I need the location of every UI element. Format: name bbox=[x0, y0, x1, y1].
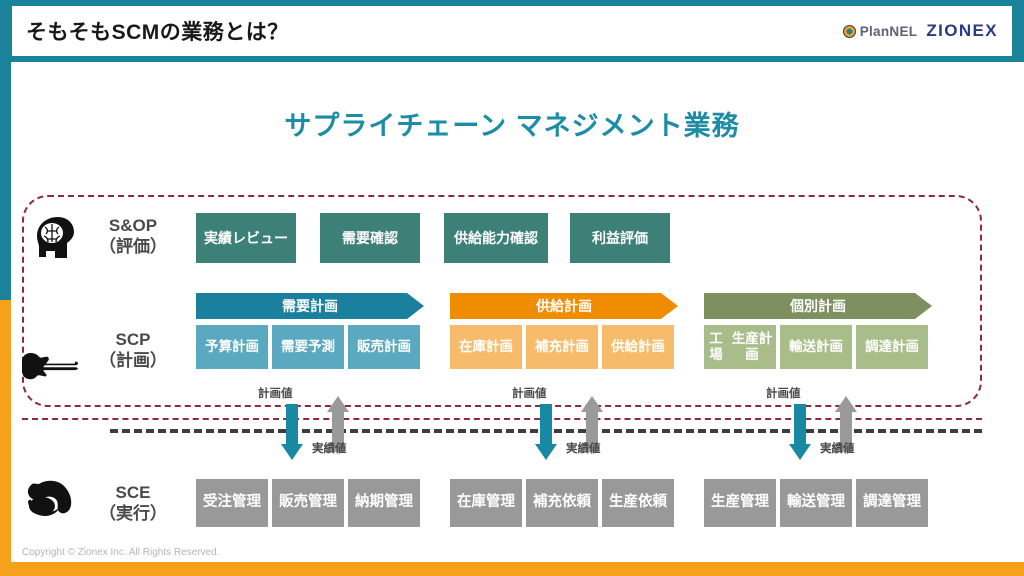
plannel-logo: PlanNEL bbox=[842, 23, 918, 39]
flow-down-label-3: 計画値 bbox=[766, 388, 801, 400]
diagram-title: サプライチェーン マネジメント業務 bbox=[284, 111, 740, 141]
flow-up-arrow-2 bbox=[581, 396, 603, 452]
scp-cell-3-1[interactable]: 工場生産計画 bbox=[704, 325, 776, 369]
sce-cell-1-3[interactable]: 納期管理 bbox=[348, 479, 420, 527]
row-label-sop: S&OP （評価） bbox=[78, 216, 188, 257]
row-label-sop-line1: S&OP bbox=[108, 216, 158, 235]
scp-cell-1-3[interactable]: 販売計画 bbox=[348, 325, 420, 369]
row-label-scp-line1: SCP bbox=[115, 330, 151, 349]
bottom-accent-bar bbox=[0, 562, 1024, 576]
scp-cell-3-3[interactable]: 調達計画 bbox=[856, 325, 928, 369]
flow-up-label-3: 実績値 bbox=[820, 443, 855, 455]
header-bar: そもそもSCMの業務とは？ PlanNEL ZIONEX bbox=[0, 0, 1024, 62]
left-accent-bar-teal bbox=[0, 62, 11, 300]
plannel-circle-icon bbox=[842, 24, 856, 38]
pointing-hand-icon bbox=[20, 340, 82, 396]
flexed-bicep-icon bbox=[24, 472, 86, 528]
scp-cell-1-2[interactable]: 需要予測 bbox=[272, 325, 344, 369]
scp-cell-2-1[interactable]: 在庫計画 bbox=[450, 325, 522, 369]
plan-boundary-dashed-line bbox=[22, 418, 982, 420]
sop-box-4[interactable]: 利益評価 bbox=[570, 213, 670, 263]
sce-cell-3-1[interactable]: 生産管理 bbox=[704, 479, 776, 527]
flow-up-arrow-1 bbox=[327, 396, 349, 452]
scp-group-header-3[interactable]: 個別計画 bbox=[704, 293, 932, 319]
scp-group-header-1[interactable]: 需要計画 bbox=[196, 293, 424, 319]
sce-cell-3-2[interactable]: 輸送管理 bbox=[780, 479, 852, 527]
flow-down-arrow-1 bbox=[281, 404, 303, 460]
brand-logos: PlanNEL ZIONEX bbox=[842, 21, 998, 41]
row-label-sop-line2: （評価） bbox=[99, 236, 167, 256]
flow-down-arrow-3 bbox=[789, 404, 811, 460]
flow-down-label-1: 計画値 bbox=[258, 388, 293, 400]
row-label-scp: SCP （計画） bbox=[78, 330, 188, 371]
flow-down-arrow-2 bbox=[535, 404, 557, 460]
scp-cell-2-2[interactable]: 補充計画 bbox=[526, 325, 598, 369]
sce-cell-1-2[interactable]: 販売管理 bbox=[272, 479, 344, 527]
sce-cell-2-1[interactable]: 在庫管理 bbox=[450, 479, 522, 527]
sce-cell-2-3[interactable]: 生産依頼 bbox=[602, 479, 674, 527]
flow-up-arrow-3 bbox=[835, 396, 857, 452]
row-label-scp-line2: （計画） bbox=[99, 350, 167, 370]
scp-cell-2-3[interactable]: 供給計画 bbox=[602, 325, 674, 369]
flow-up-label-2: 実績値 bbox=[566, 443, 601, 455]
header-inner: そもそもSCMの業務とは？ PlanNEL ZIONEX bbox=[12, 6, 1012, 56]
planning-scope-outline bbox=[22, 195, 982, 407]
row-label-sce-line2: （実行） bbox=[99, 503, 167, 523]
head-brain-icon bbox=[22, 210, 84, 266]
sce-cell-3-3[interactable]: 調達管理 bbox=[856, 479, 928, 527]
sce-cell-2-2[interactable]: 補充依頼 bbox=[526, 479, 598, 527]
sop-box-2[interactable]: 需要確認 bbox=[320, 213, 420, 263]
zionex-wordmark: ZIONEX bbox=[926, 21, 998, 40]
flow-down-label-2: 計画値 bbox=[512, 388, 547, 400]
sce-cell-1-1[interactable]: 受注管理 bbox=[196, 479, 268, 527]
flow-up-label-1: 実績値 bbox=[312, 443, 347, 455]
sop-box-1[interactable]: 実績レビュー bbox=[196, 213, 296, 263]
left-accent-bar-orange bbox=[0, 300, 11, 562]
scp-group-header-2[interactable]: 供給計画 bbox=[450, 293, 678, 319]
row-label-sce: SCE （実行） bbox=[78, 483, 188, 524]
row-label-sce-line1: SCE bbox=[115, 483, 151, 502]
copyright-footer: Copyright © Zionex Inc. All Rights Reser… bbox=[22, 547, 220, 558]
sop-box-3[interactable]: 供給能力確認 bbox=[444, 213, 548, 263]
page-title: そもそもSCMの業務とは？ bbox=[26, 21, 289, 44]
scp-cell-1-1[interactable]: 予算計画 bbox=[196, 325, 268, 369]
scp-cell-3-2[interactable]: 輸送計画 bbox=[780, 325, 852, 369]
plannel-wordmark: PlanNEL bbox=[859, 23, 918, 39]
